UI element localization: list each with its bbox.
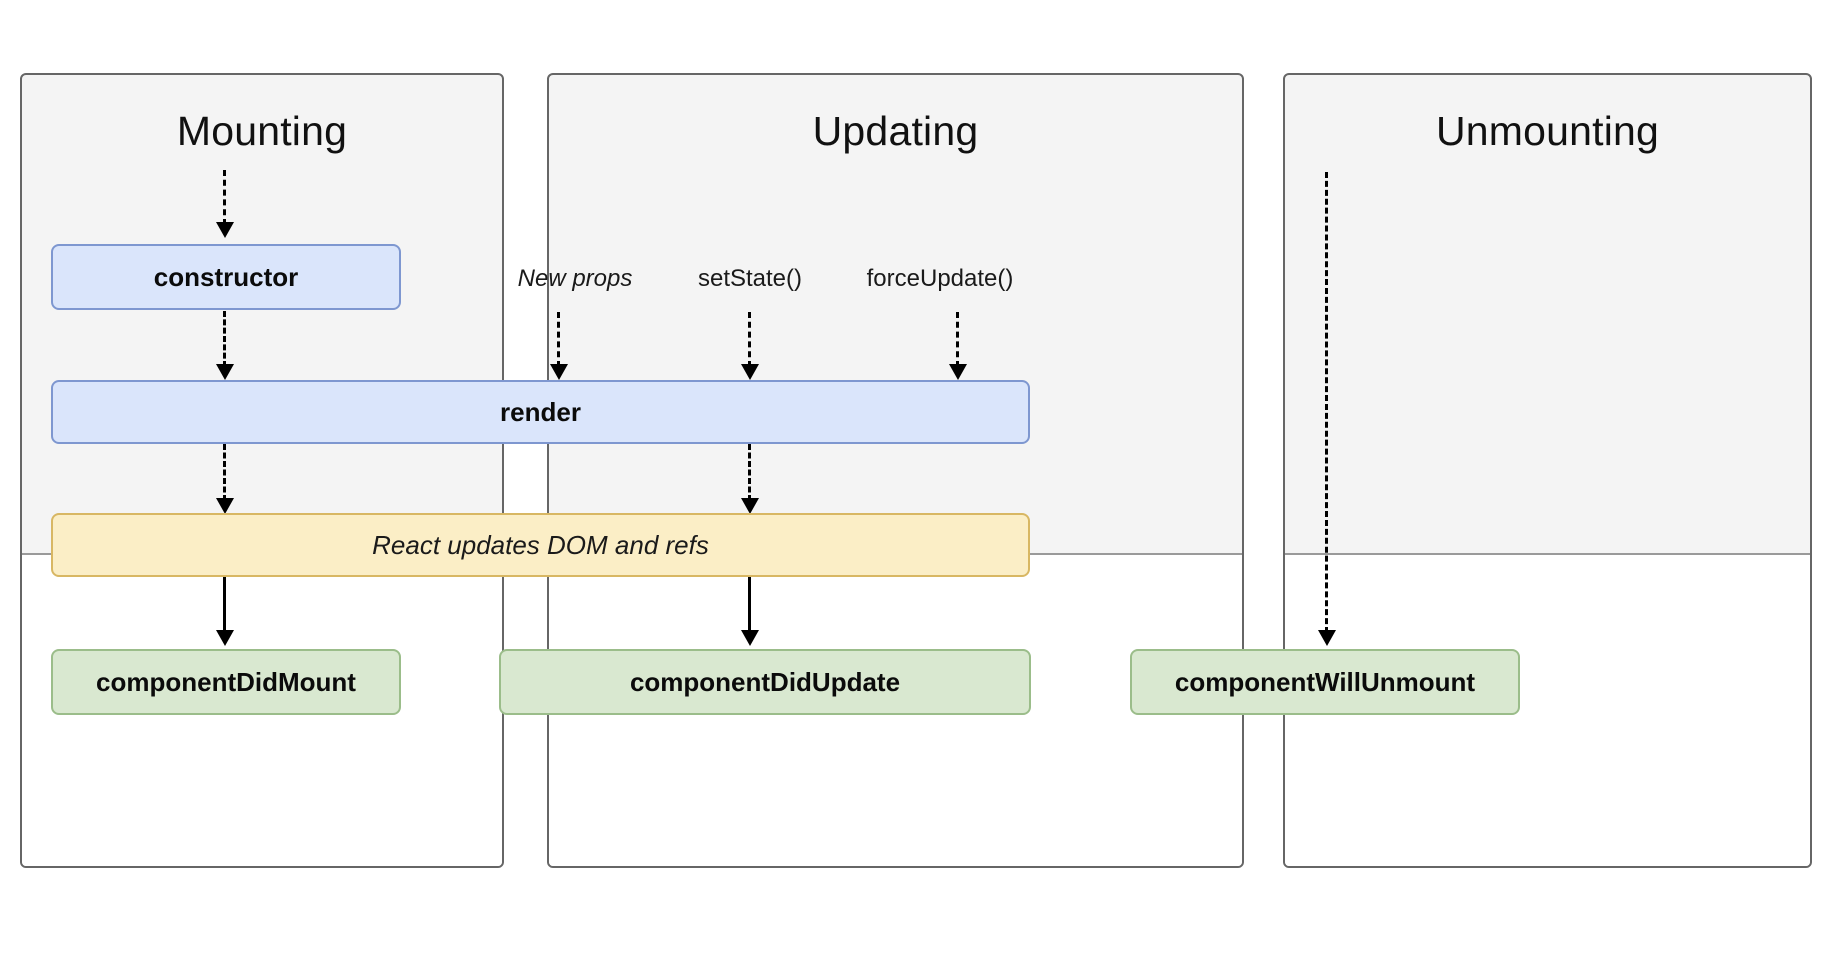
phase-panel-unmounting: [1283, 73, 1812, 868]
lifecycle-box-component-will-unmount-label: componentWillUnmount: [1174, 666, 1476, 697]
connector-commit-to-did-mount: [223, 577, 226, 633]
arrowhead-render-to-commit-updating: [741, 498, 759, 514]
arrowhead-new-props-to-render: [550, 364, 568, 380]
lifecycle-box-component-did-mount-label: componentDidMount: [96, 666, 356, 697]
arrowhead-mounting-to-constructor: [216, 222, 234, 238]
lifecycle-box-constructor[interactable]: constructor: [51, 244, 401, 310]
connector-constructor-to-render: [223, 311, 226, 367]
lifecycle-box-render-label: render: [500, 396, 581, 427]
phase-panel-mounting: [20, 73, 504, 868]
trigger-label-new-props: New props: [517, 265, 633, 292]
arrowhead-commit-to-did-mount: [216, 630, 234, 646]
phase-panel-updating: [547, 73, 1244, 868]
lifecycle-box-react-updates-dom[interactable]: React updates DOM and refs: [51, 513, 1030, 577]
lifecycle-box-constructor-label: constructor: [153, 261, 299, 292]
lifecycle-box-react-updates-dom-label: React updates DOM and refs: [372, 529, 709, 560]
lifecycle-box-component-did-mount[interactable]: componentDidMount: [51, 649, 401, 715]
lifecycle-box-component-will-unmount[interactable]: componentWillUnmount: [1130, 649, 1520, 715]
connector-unmounting-to-will-unmount: [1325, 172, 1328, 633]
phase-title-unmounting: Unmounting: [1435, 108, 1660, 154]
trigger-label-set-state: setState(): [697, 265, 803, 292]
connector-set-state-to-render: [748, 312, 751, 367]
arrowhead-set-state-to-render: [741, 364, 759, 380]
phase-title-mounting: Mounting: [176, 108, 348, 154]
lifecycle-box-component-did-update-label: componentDidUpdate: [629, 666, 901, 697]
connector-mounting-to-constructor: [223, 170, 226, 225]
trigger-label-force-update: forceUpdate(): [866, 265, 1014, 292]
arrowhead-force-update-to-render: [949, 364, 967, 380]
phase-title-updating: Updating: [812, 108, 979, 154]
connector-commit-to-did-update: [748, 577, 751, 633]
arrowhead-render-to-commit-mounting: [216, 498, 234, 514]
lifecycle-box-render[interactable]: render: [51, 380, 1030, 444]
connector-render-to-commit-updating: [748, 444, 751, 501]
arrowhead-commit-to-did-update: [741, 630, 759, 646]
arrowhead-constructor-to-render: [216, 364, 234, 380]
connector-new-props-to-render: [557, 312, 560, 367]
lifecycle-box-component-did-update[interactable]: componentDidUpdate: [499, 649, 1031, 715]
connector-force-update-to-render: [956, 312, 959, 367]
arrowhead-unmounting-to-will-unmount: [1318, 630, 1336, 646]
connector-render-to-commit-mounting: [223, 444, 226, 501]
